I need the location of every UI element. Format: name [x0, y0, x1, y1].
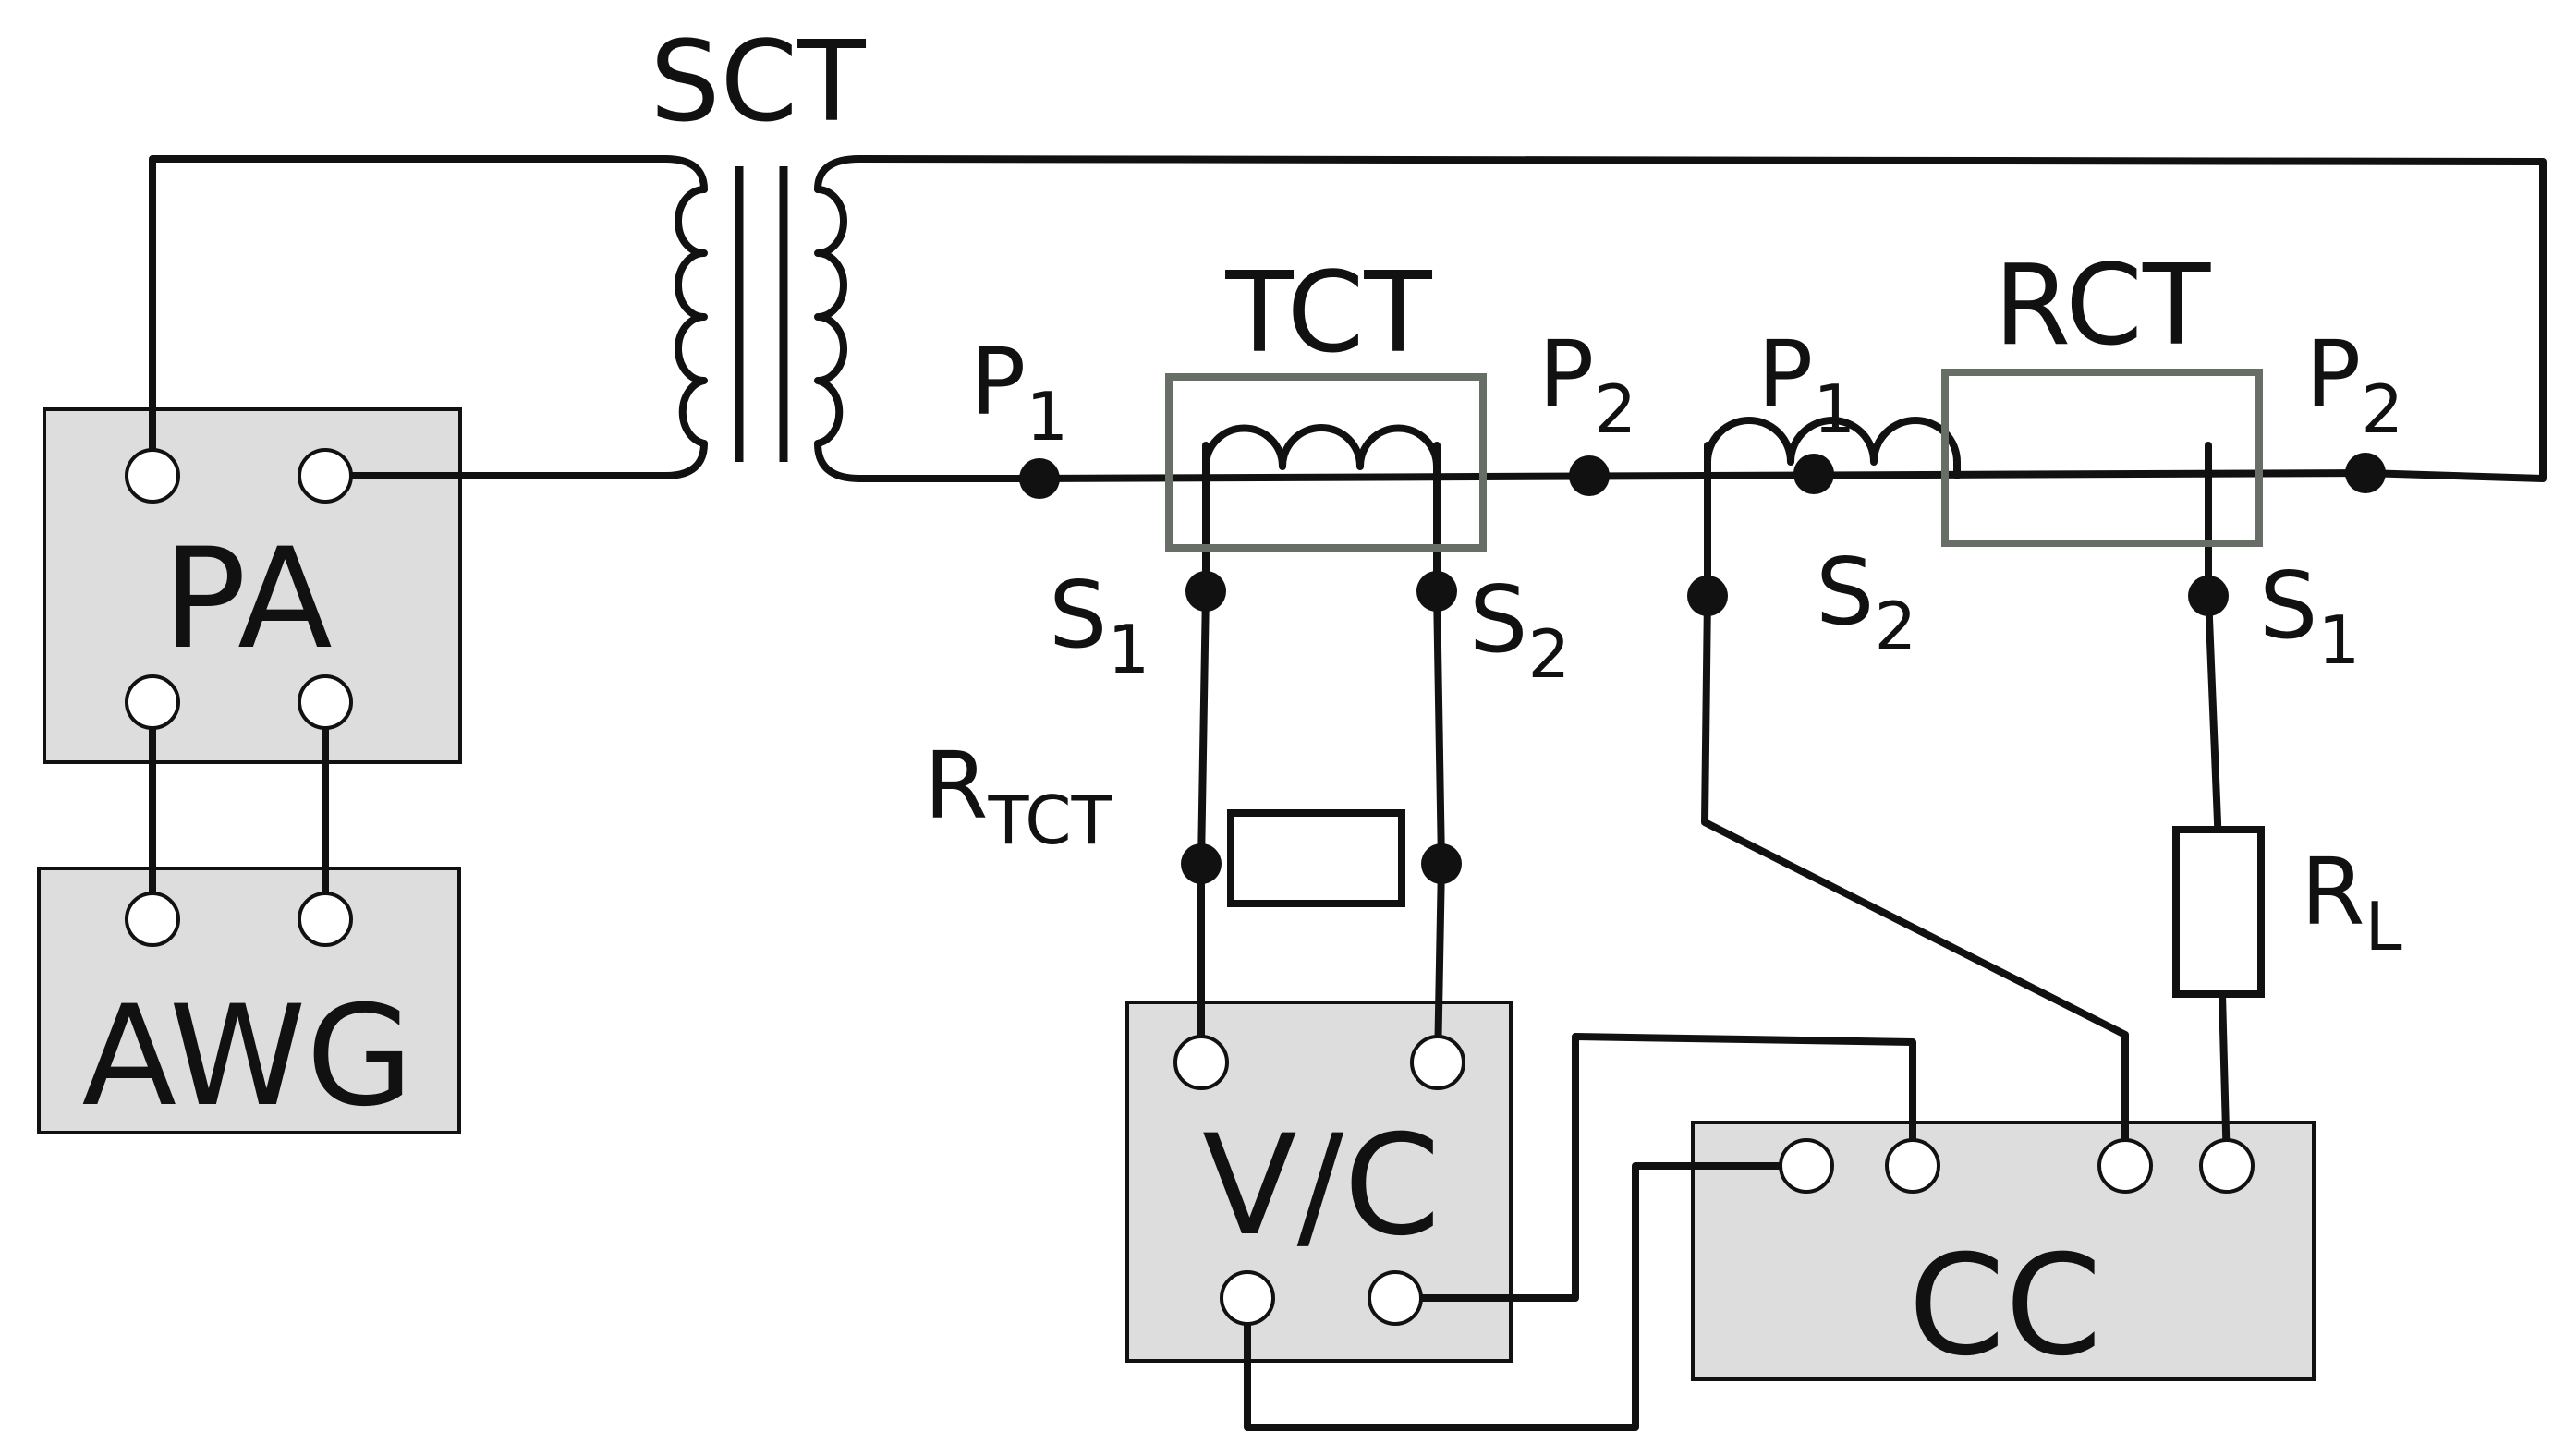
node-tct-p2 — [1569, 455, 1610, 496]
terminal-cc-3 — [2097, 1138, 2153, 1194]
tct-s2-label: S2 — [1469, 565, 1570, 693]
terminal-pa-bottom-left — [125, 674, 180, 730]
terminal-vc-bottom-left — [1220, 1270, 1275, 1326]
wire-pa-sct-top — [149, 155, 708, 479]
rct-coil — [1704, 417, 1961, 479]
resistor-rl: RL — [2172, 826, 2402, 998]
wire-rct-s2 — [1701, 442, 2129, 1170]
rct-frame — [1941, 369, 2263, 547]
sct-transformer: SCT — [650, 18, 866, 462]
node-rtct-left — [1181, 843, 1222, 884]
wire-sct-top-loop — [814, 155, 2547, 482]
wiring — [149, 155, 2547, 1431]
terminal-awg-left — [125, 892, 180, 947]
node-rct-p2 — [2345, 453, 2386, 493]
wire-rct-s1 — [2205, 442, 2231, 1170]
node-tct-s1 — [1185, 571, 1226, 612]
terminal-pa-top-right — [298, 448, 353, 504]
tct-frame — [1165, 373, 1487, 552]
sct-label: SCT — [650, 18, 866, 147]
tct-p2-label: P2 — [1538, 321, 1636, 448]
pin-labels: P1 P2 P1 P2 S1 S2 S2 S1 — [970, 321, 2403, 693]
rl-label: RL — [2301, 838, 2402, 965]
wire-primary-line — [814, 440, 2369, 482]
terminal-awg-right — [298, 892, 353, 947]
node-tct-p1 — [1019, 458, 1060, 499]
awg-block: AWG — [37, 867, 461, 1137]
rct-label: RCT — [1994, 242, 2211, 370]
sct-secondary-coil — [814, 186, 847, 447]
wire-pa-sct-bottom — [322, 440, 708, 479]
terminals — [125, 448, 2255, 1326]
pa-label: PA — [163, 519, 332, 680]
node-rct-s1 — [2188, 576, 2229, 616]
cc-label: CC — [1908, 1226, 2101, 1387]
wire-tct-s2 — [1433, 442, 1445, 1066]
node-rct-s2 — [1687, 576, 1728, 616]
terminal-cc-1 — [1779, 1138, 1834, 1194]
tct-coil — [1202, 424, 1441, 484]
tct-p1-label: P1 — [970, 328, 1068, 455]
junction-nodes — [1019, 453, 2386, 884]
tct-label: TCT — [1224, 249, 1432, 378]
rct-p1-label: P1 — [1757, 321, 1855, 448]
terminal-cc-2 — [1885, 1138, 1940, 1194]
tct-transformer: TCT — [1165, 249, 1487, 552]
terminal-pa-bottom-right — [298, 674, 353, 730]
terminal-vc-bottom-right — [1368, 1270, 1423, 1326]
node-tct-s2 — [1416, 571, 1457, 612]
terminal-pa-top-left — [125, 448, 180, 504]
rct-s2-label: S2 — [1816, 538, 1916, 665]
terminal-cc-4 — [2199, 1138, 2255, 1194]
node-rct-p1 — [1793, 454, 1834, 494]
pa-block: PA — [43, 407, 462, 764]
rct-p2-label: P2 — [2305, 321, 2403, 448]
tct-s1-label: S1 — [1049, 561, 1149, 688]
vc-label: V/C — [1202, 1106, 1441, 1267]
resistor-rtct: RTCT — [924, 732, 1405, 907]
rct-transformer: RCT — [1704, 242, 2263, 547]
rct-s1-label: S1 — [2259, 552, 2360, 679]
wire-vc-cc-top — [1392, 1033, 1916, 1302]
node-rtct-right — [1421, 843, 1462, 884]
terminal-vc-top-right — [1410, 1035, 1465, 1090]
awg-label: AWG — [82, 977, 414, 1137]
terminal-vc-top-left — [1173, 1035, 1229, 1090]
wire-vc-cc-bottom — [1244, 1162, 1810, 1431]
wire-tct-s1 — [1197, 442, 1210, 1066]
rtct-label: RTCT — [924, 732, 1113, 859]
sct-primary-coil — [675, 186, 708, 447]
